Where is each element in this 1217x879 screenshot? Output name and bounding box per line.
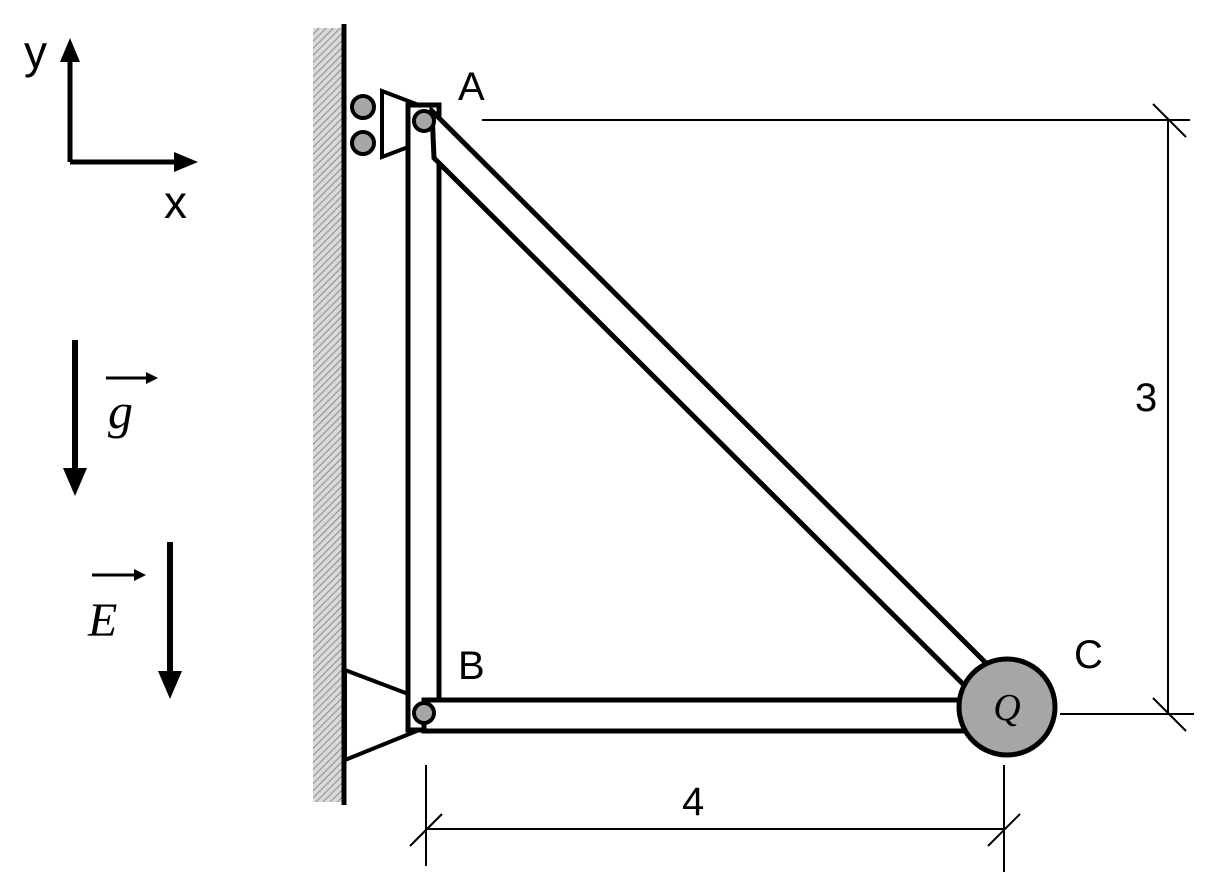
joint-a-pin — [412, 109, 436, 133]
gravity-vector: g — [63, 340, 158, 496]
member-ac — [429, 104, 1002, 701]
member-bc — [421, 697, 987, 734]
y-axis-arrowhead — [60, 38, 80, 62]
y-axis-label: y — [24, 26, 47, 78]
member-ab — [405, 102, 442, 733]
vertical-dimension-label: 3 — [1135, 376, 1157, 420]
electric-field-vector: E — [87, 542, 182, 699]
roller-bottom — [350, 130, 376, 156]
roller-top — [350, 94, 376, 120]
gravity-label: g — [108, 383, 133, 439]
horizontal-dimension: 4 — [409, 765, 1021, 872]
wall — [313, 24, 347, 805]
field-arrowhead — [158, 671, 182, 699]
joint-b-pin — [412, 701, 436, 725]
point-c-label: C — [1074, 633, 1103, 677]
charge-q: Q — [956, 656, 1058, 758]
point-b-label: B — [458, 644, 485, 688]
field-label: E — [87, 594, 117, 647]
gravity-arrowhead — [63, 468, 87, 496]
coordinate-axes: y x — [24, 26, 198, 228]
vertical-dimension: 3 — [482, 103, 1194, 732]
x-axis-label: x — [164, 176, 187, 228]
charge-label: Q — [993, 687, 1020, 729]
x-axis-arrowhead — [174, 152, 198, 172]
point-a-label: A — [458, 65, 485, 109]
truss-members — [405, 102, 1002, 734]
horizontal-dimension-label: 4 — [682, 780, 704, 824]
